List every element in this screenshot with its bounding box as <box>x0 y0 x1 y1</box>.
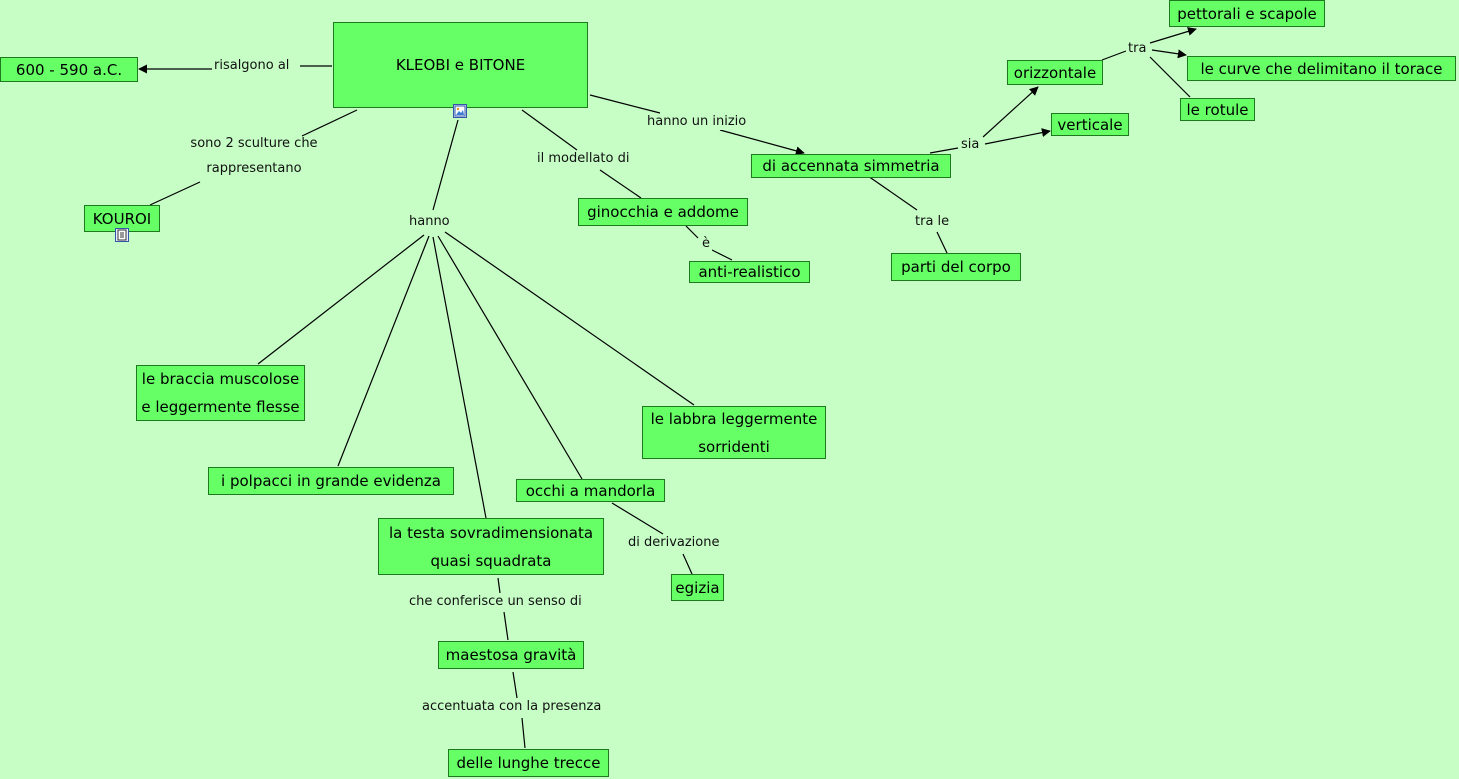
concept-orizzontale[interactable]: orizzontale <box>1007 60 1103 85</box>
document-icon[interactable] <box>115 228 129 242</box>
line-maestosa-accentuata <box>512 671 518 699</box>
line-hanno-testa <box>432 236 487 519</box>
concept-rotule[interactable]: le rotule <box>1180 98 1255 121</box>
link-conferisce[interactable]: che conferisce un senso di <box>407 594 584 610</box>
link-modellato[interactable]: il modellato di <box>535 151 632 167</box>
link-e[interactable]: è <box>700 236 712 252</box>
concept-simmetria[interactable]: di accennata simmetria <box>751 154 951 178</box>
line-main-inizio <box>589 94 661 114</box>
concept-maestosa[interactable]: maestosa gravità <box>438 641 584 669</box>
concept-braccia[interactable]: le braccia muscolose e leggermente fless… <box>136 365 305 421</box>
concept-trecce[interactable]: delle lunghe trecce <box>448 749 609 777</box>
line-hanno-occhi <box>437 235 583 480</box>
line-sia-orizzontale <box>982 86 1039 138</box>
link-tra[interactable]: tra <box>1126 41 1149 57</box>
link-accentuata[interactable]: accentuata con la presenza <box>420 699 604 715</box>
link-sia[interactable]: sia <box>959 137 982 153</box>
concept-ginocchia[interactable]: ginocchia e addome <box>578 198 748 226</box>
line-tra-pettorali <box>1149 27 1197 44</box>
link-trale[interactable]: tra le <box>913 214 952 230</box>
line-inizio-simmetria <box>719 129 805 156</box>
line-modellato-ginocchia <box>599 169 642 199</box>
link-sono2[interactable]: sono 2 sculture che rappresentano <box>190 136 318 176</box>
link-risalgono[interactable]: risalgono al <box>212 58 292 74</box>
line-hanno-labbra <box>444 231 695 406</box>
line-occhi-derivazione <box>611 502 664 535</box>
concept-occhi[interactable]: occhi a mandorla <box>516 479 665 502</box>
line-tra-curve <box>1151 49 1187 59</box>
concept-curve[interactable]: le curve che delimitano il torace <box>1187 56 1456 81</box>
line-tra-rotule <box>1149 56 1191 98</box>
concept-verticale[interactable]: verticale <box>1051 113 1129 136</box>
concept-polpacci[interactable]: i polpacci in grande evidenza <box>208 467 454 495</box>
line-main-modellato <box>521 109 578 151</box>
line-ginocchia-e <box>685 225 699 239</box>
line-main-sono2 <box>301 109 358 137</box>
concept-testa[interactable]: la testa sovradimensionata quasi squadra… <box>378 518 604 575</box>
concept-pettorali[interactable]: pettorali e scapole <box>1169 0 1325 27</box>
line-conferisce-maestosa <box>503 611 509 641</box>
image-icon[interactable] <box>453 104 467 118</box>
concept-egizia[interactable]: egizia <box>671 574 724 601</box>
link-inizio[interactable]: hanno un inizio <box>645 114 749 130</box>
concept-date[interactable]: 600 - 590 a.C. <box>0 57 138 82</box>
link-hanno[interactable]: hanno <box>407 214 452 230</box>
line-sia-verticale <box>984 128 1051 145</box>
line-hanno-polpacci <box>337 235 430 467</box>
concept-kleobi-bitone[interactable]: KLEOBI e BITONE <box>333 22 588 108</box>
concept-antirealistico[interactable]: anti-realistico <box>689 261 810 283</box>
line-hanno-braccia <box>257 234 425 365</box>
line-testa-conferisce <box>497 577 501 594</box>
line-simmetria-trale <box>867 175 918 211</box>
line-accentuata-trecce <box>521 717 526 749</box>
line-e-anti <box>711 249 733 261</box>
line-orizzontale-tra <box>1101 50 1127 61</box>
line-derivazione-egizia <box>682 553 693 575</box>
line-main-hanno <box>432 119 459 211</box>
line-trale-parti <box>936 231 948 254</box>
line-sono2-kouroi <box>149 181 201 206</box>
concept-labbra[interactable]: le labbra leggermente sorridenti <box>642 406 826 459</box>
concept-parti[interactable]: parti del corpo <box>891 253 1021 281</box>
line-simmetria-sia <box>929 147 959 154</box>
link-derivazione[interactable]: di derivazione <box>626 535 722 551</box>
